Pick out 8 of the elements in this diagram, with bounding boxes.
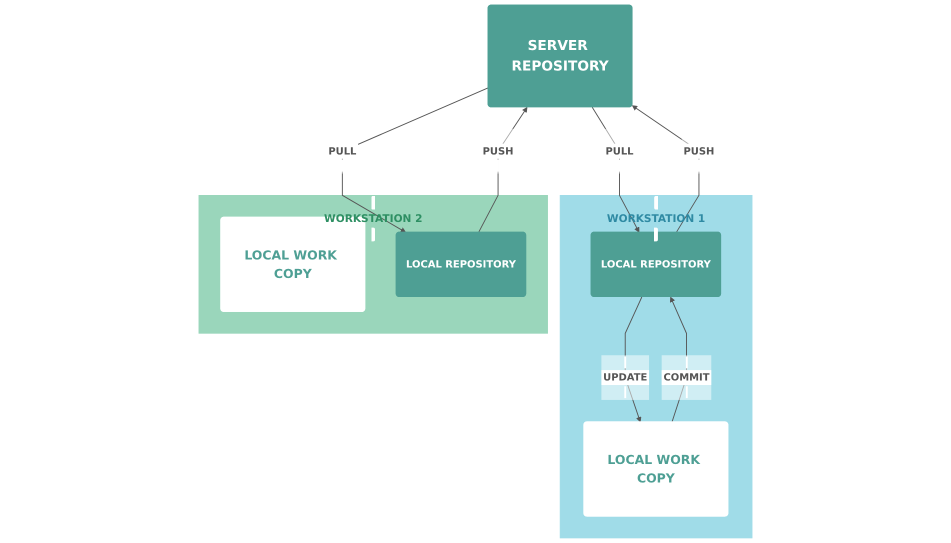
edge-label: PULL xyxy=(328,144,356,157)
edge-label: COMMIT xyxy=(663,371,710,384)
arrow xyxy=(592,106,640,233)
edge-label: PULL xyxy=(605,144,634,157)
edge-label: UPDATE xyxy=(603,371,648,384)
edge-label: PUSH xyxy=(482,144,514,157)
arrow xyxy=(478,107,528,233)
edge-label: PUSH xyxy=(684,144,714,157)
